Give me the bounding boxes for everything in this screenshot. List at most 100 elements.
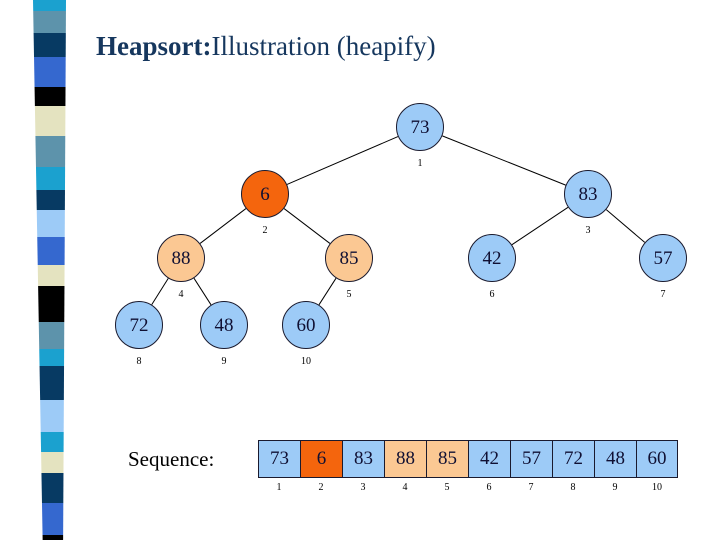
tree-edge [605, 209, 646, 243]
sequence-label: Sequence: [128, 447, 215, 471]
stripe-segment [39, 349, 65, 366]
tree-edge [442, 135, 566, 186]
tree-edge [318, 277, 337, 306]
sequence-cell-value: 60 [647, 448, 667, 469]
tree-node-value: 57 [653, 247, 673, 269]
heap-tree: 73 1 6 2 83 3 88 4 85 5 42 6 57 7 72 8 48 9 60 10 [115, 103, 687, 367]
stripe-segment [38, 286, 65, 322]
stripe-segment [37, 237, 65, 265]
sequence-cell-value: 57 [522, 448, 541, 469]
tree-node-value: 42 [482, 247, 502, 269]
sequence-cell-value: 48 [606, 448, 625, 469]
tree-node-value: 73 [410, 116, 430, 138]
sequence-cell-4[interactable]: 88 [384, 440, 426, 478]
sequence-index-2: 2 [318, 482, 324, 493]
tree-node-index-10: 10 [301, 356, 311, 367]
stripe-segment [36, 190, 65, 210]
tree-node-index-3: 3 [585, 225, 591, 236]
sequence-cell-value: 72 [564, 448, 583, 469]
stripe-segment [35, 136, 66, 167]
sequence-cell-value: 83 [354, 448, 373, 469]
tree-edges [151, 135, 646, 306]
stripe-segment [34, 87, 66, 106]
tree-node-6[interactable]: 42 [468, 234, 516, 282]
sequence-cell-value: 73 [270, 448, 289, 469]
stripe-segment [40, 400, 64, 432]
tree-node-1[interactable]: 73 [396, 103, 444, 151]
stripe-segment [33, 33, 66, 57]
sequence-cell-7[interactable]: 57 [510, 440, 552, 478]
tree-edge [151, 278, 169, 305]
tree-node-value: 85 [339, 247, 359, 269]
sequence-index-7: 7 [528, 482, 534, 493]
stripe-segment [34, 106, 66, 136]
tree-node-index-7: 7 [660, 289, 666, 300]
tree-node-8[interactable]: 72 [115, 301, 163, 349]
stripe-segment [37, 265, 65, 286]
sequence-cell-6[interactable]: 42 [468, 440, 510, 478]
tree-edge [193, 277, 212, 306]
stripe-segment [38, 322, 65, 349]
tree-node-9[interactable]: 48 [200, 301, 248, 349]
tree-node-value: 6 [260, 183, 270, 205]
stripe-segment [41, 503, 64, 535]
sequence-index-5: 5 [444, 482, 450, 493]
tree-node-value: 88 [171, 247, 191, 269]
sequence-cell-value: 6 [316, 448, 327, 469]
tree-node-index-9: 9 [221, 356, 227, 367]
page-title-bold: Heapsort: [96, 31, 212, 61]
stripe-segment [33, 0, 66, 11]
stripe-segment [35, 167, 66, 190]
stripe-segment [40, 432, 64, 452]
sequence-cell-value: 42 [480, 448, 499, 469]
sequence-array: 73 6 83 88 85 42 57 72 48 60 [258, 440, 678, 478]
sequence-index-1: 1 [276, 482, 282, 493]
tree-edge [511, 206, 569, 246]
tree-node-index-6: 6 [489, 289, 495, 300]
tree-edge [199, 208, 247, 244]
sequence-cell-1[interactable]: 73 [258, 440, 300, 478]
tree-node-index-1: 1 [417, 158, 423, 169]
decorative-stripe-bar [33, 0, 66, 540]
sequence-index-4: 4 [402, 482, 408, 493]
sequence-cell-value: 85 [438, 448, 457, 469]
tree-node-3[interactable]: 83 [564, 170, 612, 218]
stripe-segment [36, 210, 65, 237]
sequence-index-6: 6 [486, 482, 492, 493]
stripe-segment [39, 366, 65, 400]
tree-node-value: 60 [296, 314, 316, 336]
stripe-segment [34, 57, 66, 87]
tree-node-4[interactable]: 88 [157, 234, 205, 282]
tree-node-value: 83 [578, 183, 598, 205]
tree-node-value: 48 [214, 314, 234, 336]
page-title: Heapsort:Illustration (heapify) [96, 31, 696, 62]
sequence-index-10: 10 [652, 482, 662, 493]
sequence-cell-9[interactable]: 48 [594, 440, 636, 478]
page-title-rest: Illustration (heapify) [211, 31, 436, 61]
stripe-segment [42, 535, 64, 540]
tree-edge [286, 136, 399, 185]
tree-node-index-4: 4 [178, 289, 184, 300]
sequence-cell-2[interactable]: 6 [300, 440, 342, 478]
sequence-index-3: 3 [360, 482, 366, 493]
sequence-cell-3[interactable]: 83 [342, 440, 384, 478]
stripe-segment [33, 11, 66, 33]
sequence-cell-value: 88 [396, 448, 415, 469]
sequence-index-9: 9 [612, 482, 618, 493]
tree-node-value: 72 [129, 314, 149, 336]
sequence-cell-10[interactable]: 60 [636, 440, 678, 478]
sequence-index-8: 8 [570, 482, 576, 493]
tree-node-index-8: 8 [136, 356, 142, 367]
tree-node-7[interactable]: 57 [639, 234, 687, 282]
tree-edge [283, 208, 331, 244]
tree-node-10[interactable]: 60 [282, 301, 330, 349]
tree-node-index-5: 5 [346, 289, 352, 300]
sequence-cell-8[interactable]: 72 [552, 440, 594, 478]
tree-node-5[interactable]: 85 [325, 234, 373, 282]
stripe-segment [41, 452, 64, 473]
stripe-segment [41, 473, 64, 503]
sequence-cell-5[interactable]: 85 [426, 440, 468, 478]
tree-node-2[interactable]: 6 [241, 170, 289, 218]
tree-node-index-2: 2 [262, 225, 268, 236]
